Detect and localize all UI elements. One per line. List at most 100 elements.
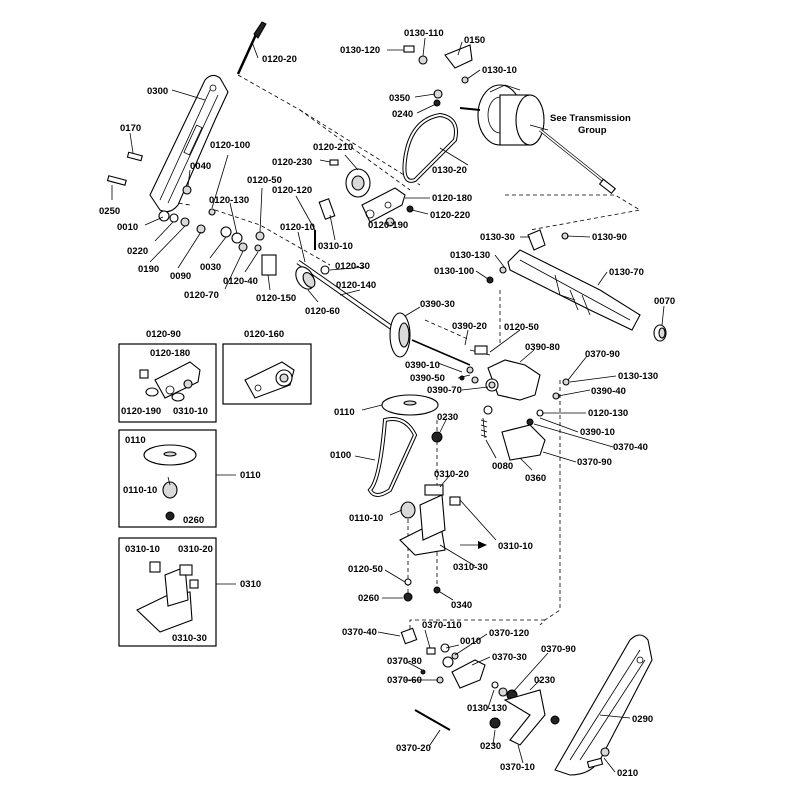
label-0120-30: 0120-30 <box>335 261 370 272</box>
part-labels: 0120-20 0300 0170 0040 0250 0010 0220 01… <box>99 28 675 779</box>
label-0090: 0090 <box>170 271 191 282</box>
label-0120-210: 0120-210 <box>313 142 353 153</box>
box-label-0260: 0260 <box>183 515 204 526</box>
label-0040: 0040 <box>190 161 211 172</box>
box-label-0120-160: 0120-160 <box>244 329 284 340</box>
detail-box-0310 <box>118 537 236 647</box>
bracket-0310-30 <box>399 484 487 602</box>
label-0070: 0070 <box>654 296 675 307</box>
belt-0130-20 <box>402 112 458 183</box>
label-0370-40-b: 0370-40 <box>342 627 377 638</box>
idler-pulley-0120-210 <box>329 159 371 198</box>
label-0120-180: 0120-180 <box>432 193 472 204</box>
detail-box-0110 <box>118 429 236 528</box>
label-0130-110: 0130-110 <box>404 28 444 39</box>
label-0120-10: 0120-10 <box>280 222 315 233</box>
guide-lines <box>157 74 642 640</box>
label-0120-120: 0120-120 <box>272 185 312 196</box>
label-0390-40: 0390-40 <box>591 386 626 397</box>
shift-rod-0120-20 <box>236 21 267 75</box>
label-0130-90: 0130-90 <box>592 232 627 243</box>
label-0370-110: 0370-110 <box>422 620 462 631</box>
label-0370-60: 0370-60 <box>387 675 422 686</box>
guard-0360 <box>501 424 546 461</box>
label-0260: 0260 <box>358 593 379 604</box>
label-0120-190: 0120-190 <box>368 220 408 231</box>
label-0130-130-b: 0130-130 <box>618 371 658 382</box>
frame-bracket-0130-70 <box>486 229 667 342</box>
clutch-disc-0390-30 <box>389 312 471 366</box>
detail-box-0120-160 <box>222 343 312 405</box>
label-0190: 0190 <box>138 264 159 275</box>
label-0120-130-b: 0120-130 <box>588 408 628 419</box>
label-0240: 0240 <box>392 109 413 120</box>
label-0390-30: 0390-30 <box>420 299 455 310</box>
label-0170: 0170 <box>120 123 141 134</box>
label-0370-10: 0370-10 <box>500 762 535 773</box>
shaft-0120-140 <box>295 230 397 333</box>
label-0110: 0110 <box>334 407 355 418</box>
label-0110-10: 0110-10 <box>349 513 383 524</box>
label-0310-10-b: 0310-10 <box>498 541 533 552</box>
detail-box-0120-90 <box>118 343 217 423</box>
label-0370-20: 0370-20 <box>396 743 431 754</box>
label-0340: 0340 <box>451 600 472 611</box>
label-0120-50: 0120-50 <box>247 175 282 186</box>
lower-lever-assembly <box>400 627 560 746</box>
label-0130-70: 0130-70 <box>609 267 644 278</box>
label-0120-140: 0120-140 <box>336 280 376 291</box>
box-label-0310-30: 0310-30 <box>172 633 207 644</box>
label-0030: 0030 <box>200 262 221 273</box>
box-label-0110: 0110 <box>125 435 146 446</box>
label-0390-50: 0390-50 <box>410 373 445 384</box>
label-0370-40: 0370-40 <box>613 442 648 453</box>
box-side-label-0310: 0310 <box>240 579 261 590</box>
label-0120-230: 0120-230 <box>272 157 312 168</box>
box-label-0110-10: 0110-10 <box>123 485 157 496</box>
label-0230-b: 0230 <box>534 675 555 686</box>
leader-lines <box>111 37 665 773</box>
transmission-assembly <box>403 44 616 195</box>
hardware-left-cluster <box>106 151 277 276</box>
box-side-label-0110: 0110 <box>240 470 261 481</box>
label-0120-60: 0120-60 <box>305 306 340 317</box>
label-0300: 0300 <box>147 86 168 97</box>
label-0080: 0080 <box>492 461 513 472</box>
label-0120-70: 0120-70 <box>184 290 219 301</box>
label-0130-10: 0130-10 <box>482 65 517 76</box>
label-0230: 0230 <box>437 412 458 423</box>
box-label-0120-180: 0120-180 <box>150 348 190 359</box>
label-0370-80: 0370-80 <box>387 656 422 667</box>
label-0130-130: 0130-130 <box>450 250 490 261</box>
label-0120-50-c: 0120-50 <box>348 564 383 575</box>
label-0390-20: 0390-20 <box>452 321 487 332</box>
spring-0080 <box>480 417 488 439</box>
box-label-0120-90: 0120-90 <box>146 329 181 340</box>
label-0220: 0220 <box>127 246 148 257</box>
label-0310-20: 0310-20 <box>434 469 469 480</box>
pulley-0110-main <box>381 394 439 416</box>
label-0370-120: 0370-120 <box>489 628 529 639</box>
label-0370-90-c: 0370-90 <box>541 644 576 655</box>
label-0370-90-b: 0370-90 <box>577 457 612 468</box>
label-0120-20: 0120-20 <box>262 54 297 65</box>
label-0120-100: 0120-100 <box>210 140 250 151</box>
label-0120-50-b: 0120-50 <box>504 322 539 333</box>
label-0360: 0360 <box>525 473 546 484</box>
label-0010-b: 0010 <box>460 636 481 647</box>
see-transmission-note: See Transmission <box>550 113 631 124</box>
label-0120-40: 0120-40 <box>223 276 258 287</box>
label-0100: 0100 <box>330 450 351 461</box>
label-0390-80: 0390-80 <box>525 342 560 353</box>
label-0130-120: 0130-120 <box>340 45 380 56</box>
label-0390-10-b: 0390-10 <box>580 427 615 438</box>
box-label-0310-10-c: 0310-10 <box>125 544 160 555</box>
label-0370-90: 0370-90 <box>585 349 620 360</box>
label-0150: 0150 <box>464 35 485 46</box>
label-0120-220: 0120-220 <box>430 210 470 221</box>
bracket-0120-180 <box>318 187 414 227</box>
label-0350: 0350 <box>389 93 410 104</box>
pedal-lever-0290 <box>554 634 653 776</box>
